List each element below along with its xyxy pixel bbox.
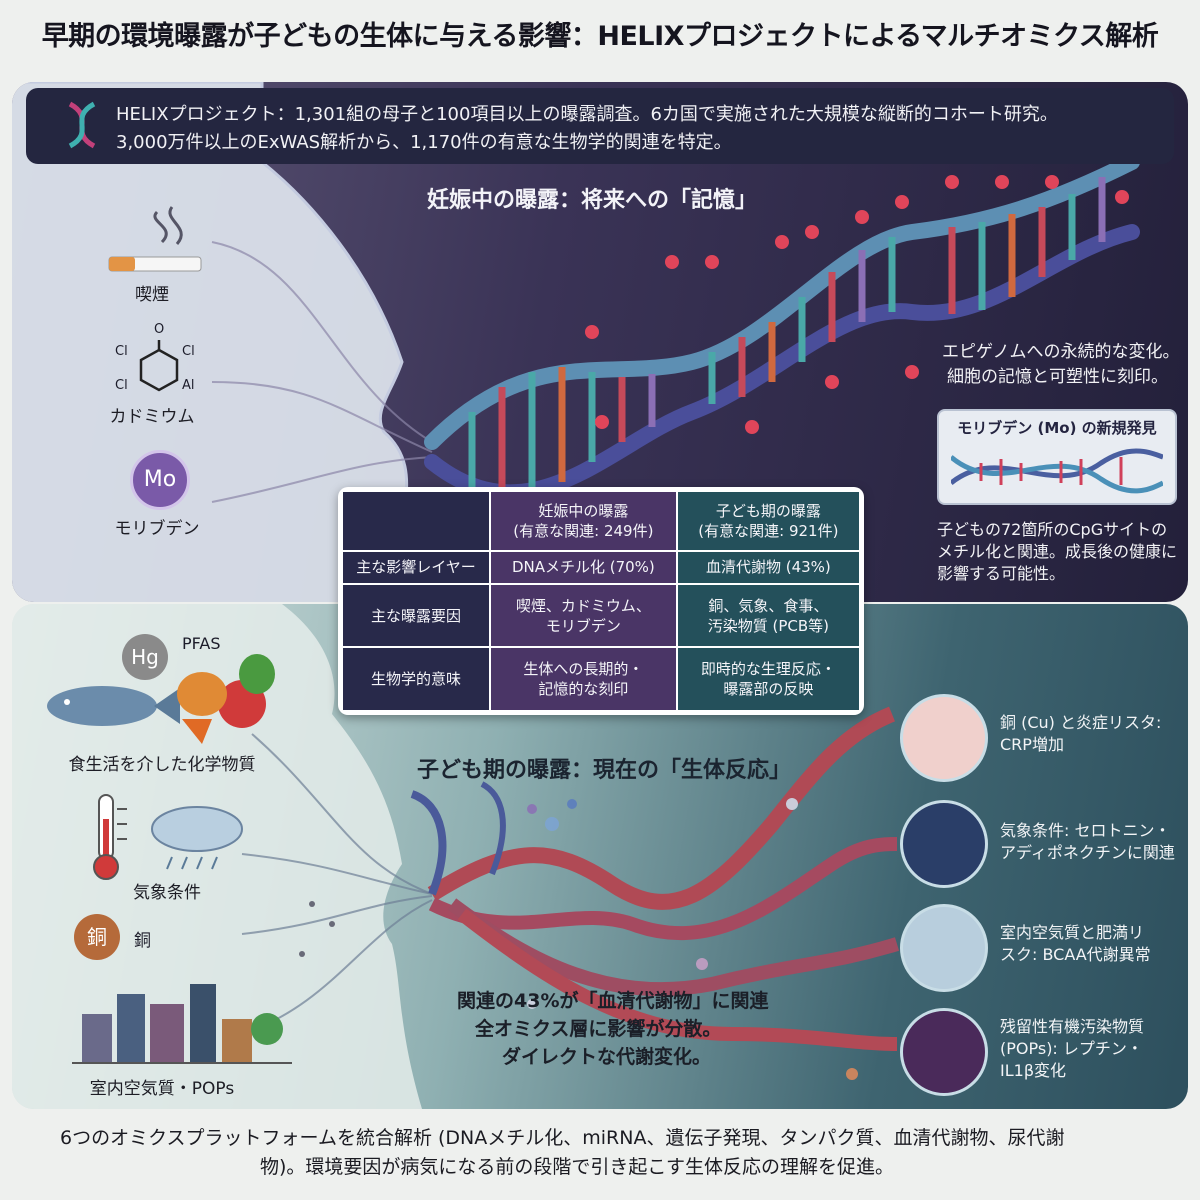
table-head-childhood-2: (有意な関連: 921件) <box>698 522 839 540</box>
childhood-section-title: 子ども期の曝露：現在の「生体反応」 <box>417 758 792 783</box>
header-line-2: 3,000万件以上のExWAS解析から、1,170件の有意な生物学的関連を特定。 <box>116 132 732 153</box>
city-pollution-icon <box>72 984 292 1064</box>
bottom-caption: 6つのオミクスプラットフォームを統合解析 (DNAメチル化、miRNA、遺伝子発… <box>60 1124 1160 1182</box>
fish-icon <box>47 686 180 726</box>
table-cell-line: 即時的な生理反応・ <box>700 660 836 679</box>
smoking-label: 喫煙 <box>135 285 169 305</box>
chem-cl-label-2: Cl <box>182 344 195 359</box>
effect-air-line-2: スク: BCAA代謝異常 <box>1000 945 1151 964</box>
molecule-dots <box>299 798 858 1080</box>
table-cell-line: モリブデン <box>545 616 621 635</box>
table-cell-line: 記憶的な刻印 <box>538 680 629 699</box>
mo-note-line-3: 影響する可能性。 <box>937 564 1066 583</box>
effect-pops-line-2: (POPs): レプチン・ <box>1000 1039 1143 1058</box>
table-cell-line: 生体への長期的・ <box>523 660 644 679</box>
copper-icon: 銅 <box>74 914 120 960</box>
table-cell: DNAメチル化 (70%) <box>491 552 676 583</box>
comparison-table: 妊娠中の曝露 (有意な関連: 249件) 子ども期の曝露 (有意な関連: 921… <box>338 487 864 715</box>
mini-dna-icon <box>951 448 1163 494</box>
chem-o-label: O <box>154 322 165 337</box>
methylation-markers <box>585 175 1129 434</box>
mo-discovery-box: モリブデン (Mo) の新規発見 <box>937 409 1177 505</box>
childhood-panel: Hg PFAS 食生活を介した化学物質 気象条件 銅 銅 室内空気質・POPs … <box>12 604 1188 1109</box>
chem-cl-label-1: Cl <box>115 344 128 359</box>
table-head-pregnancy-2: (有意な関連: 249件) <box>513 522 654 540</box>
table-row: 生物学的意味 生体への長期的・記憶的な刻印 即時的な生理反応・曝露部の反映 <box>343 648 859 710</box>
table-head-childhood-1: 子ども期の曝露 <box>715 502 821 520</box>
summary-line-3: ダイレクトな代謝変化。 <box>502 1046 712 1068</box>
dna-logo-icon <box>68 101 96 149</box>
mercury-icon: Hg <box>122 634 168 680</box>
effect-copper-line-2: CRP増加 <box>1000 735 1064 754</box>
effect-pops-line-3: IL1β変化 <box>1000 1061 1067 1080</box>
indoor-air-effect-icon <box>900 904 988 992</box>
weather-effect-icon <box>900 800 988 888</box>
caption-line-1: 6つのオミクスプラットフォームを統合解析 (DNAメチル化、miRNA、遺伝子発… <box>60 1127 1065 1149</box>
table-row-label: 主な影響レイヤー <box>343 552 489 583</box>
header-line-1: HELIXプロジェクト：1,301組の母子と100項目以上の曝露調査。6カ国で実… <box>116 104 1058 125</box>
table-corner <box>343 492 489 550</box>
chemical-structure-icon <box>139 340 179 392</box>
table-row: 主な影響レイヤー DNAメチル化 (70%) 血清代謝物 (43%) <box>343 552 859 583</box>
table-head-pregnancy: 妊娠中の曝露 (有意な関連: 249件) <box>491 492 676 550</box>
effect-pops-line-1: 残留性有機汚染物質 <box>1000 1017 1145 1036</box>
header-bar: HELIXプロジェクト：1,301組の母子と100項目以上の曝露調査。6カ国で実… <box>26 88 1174 164</box>
dna-helix <box>424 154 1140 502</box>
summary-line-1: 関連の43%が「血清代謝物」に関連 <box>457 990 769 1012</box>
molybdenum-icon: Mo <box>130 450 190 510</box>
weather-icon <box>93 794 243 880</box>
table-row-label: 主な曝露要因 <box>343 584 489 647</box>
chem-al-label: Al <box>182 378 195 393</box>
chem-cl-label-3: Cl <box>115 378 128 393</box>
summary-line-2: 全オミクス層に影響が分散。 <box>475 1018 722 1040</box>
table-row: 主な曝露要因 喫煙、カドミウム、モリブデン 銅、気象、食事、汚染物質 (PCB等… <box>343 584 859 647</box>
pops-effect-icon <box>900 1008 988 1096</box>
molybdenum-label: モリブデン <box>114 519 200 539</box>
pregnancy-section-title: 妊娠中の曝露：将来への「記憶」 <box>427 188 758 213</box>
copper-label: 銅 <box>134 931 151 951</box>
table-row-label: 生物学的意味 <box>343 648 489 710</box>
pfas-label: PFAS <box>182 634 221 653</box>
table-cell: 血清代謝物 (43%) <box>677 552 859 583</box>
caption-line-2: 物)。環境要因が病気になる前の段階で引き起こす生体反応の理解を促進。 <box>260 1156 895 1178</box>
table-cell-line: 銅、気象、食事、 <box>708 596 829 615</box>
vegetables-icon <box>177 654 275 744</box>
cadmium-label: カドミウム <box>109 407 195 427</box>
cigarette-icon <box>108 206 202 272</box>
mo-note-line-1: 子どもの72箇所のCpGサイトの <box>937 520 1168 539</box>
face-silhouette-bottom <box>12 604 900 1109</box>
table-cell: 銅、気象、食事、汚染物質 (PCB等) <box>677 584 859 647</box>
table-cell: 生体への長期的・記憶的な刻印 <box>491 648 676 710</box>
table-cell-line: 喫煙、カドミウム、 <box>515 596 651 615</box>
copper-effect-icon <box>900 694 988 782</box>
table-cell: 喫煙、カドミウム、モリブデン <box>491 584 676 647</box>
effect-weather-line-1: 気象条件: セロトニン・ <box>1000 821 1171 840</box>
table-head-pregnancy-1: 妊娠中の曝露 <box>538 502 629 520</box>
table-head-childhood: 子ども期の曝露 (有意な関連: 921件) <box>677 492 859 550</box>
diet-chemicals-label: 食生活を介した化学物質 <box>68 755 256 775</box>
epigenome-line-2: 細胞の記憶と可塑性に刻印。 <box>947 367 1168 387</box>
weather-label: 気象条件 <box>133 883 201 903</box>
table-cell: 即時的な生理反応・曝露部の反映 <box>677 648 859 710</box>
indoor-air-label: 室内空気質・POPs <box>89 1079 235 1099</box>
effect-air-line-1: 室内空気質と肥満リ <box>1000 923 1145 942</box>
table-cell-line: 汚染物質 (PCB等) <box>707 616 830 635</box>
effect-weather-line-2: アディポネクチンに関連 <box>1000 843 1175 862</box>
table-cell-line: 曝露部の反映 <box>723 680 814 699</box>
mo-box-title: モリブデン (Mo) の新規発見 <box>957 419 1157 437</box>
page-title: 早期の環境曝露が子どもの生体に与える影響：HELIXプロジェクトによるマルチオミ… <box>41 21 1159 52</box>
blood-vessels <box>410 706 900 1051</box>
effect-copper-line-1: 銅 (Cu) と炎症リスタ: <box>1000 713 1162 732</box>
epigenome-line-1: エピゲノムへの永続的な変化。 <box>942 342 1180 362</box>
mo-note-line-2: メチル化と関連。成長後の健康に <box>937 542 1178 561</box>
